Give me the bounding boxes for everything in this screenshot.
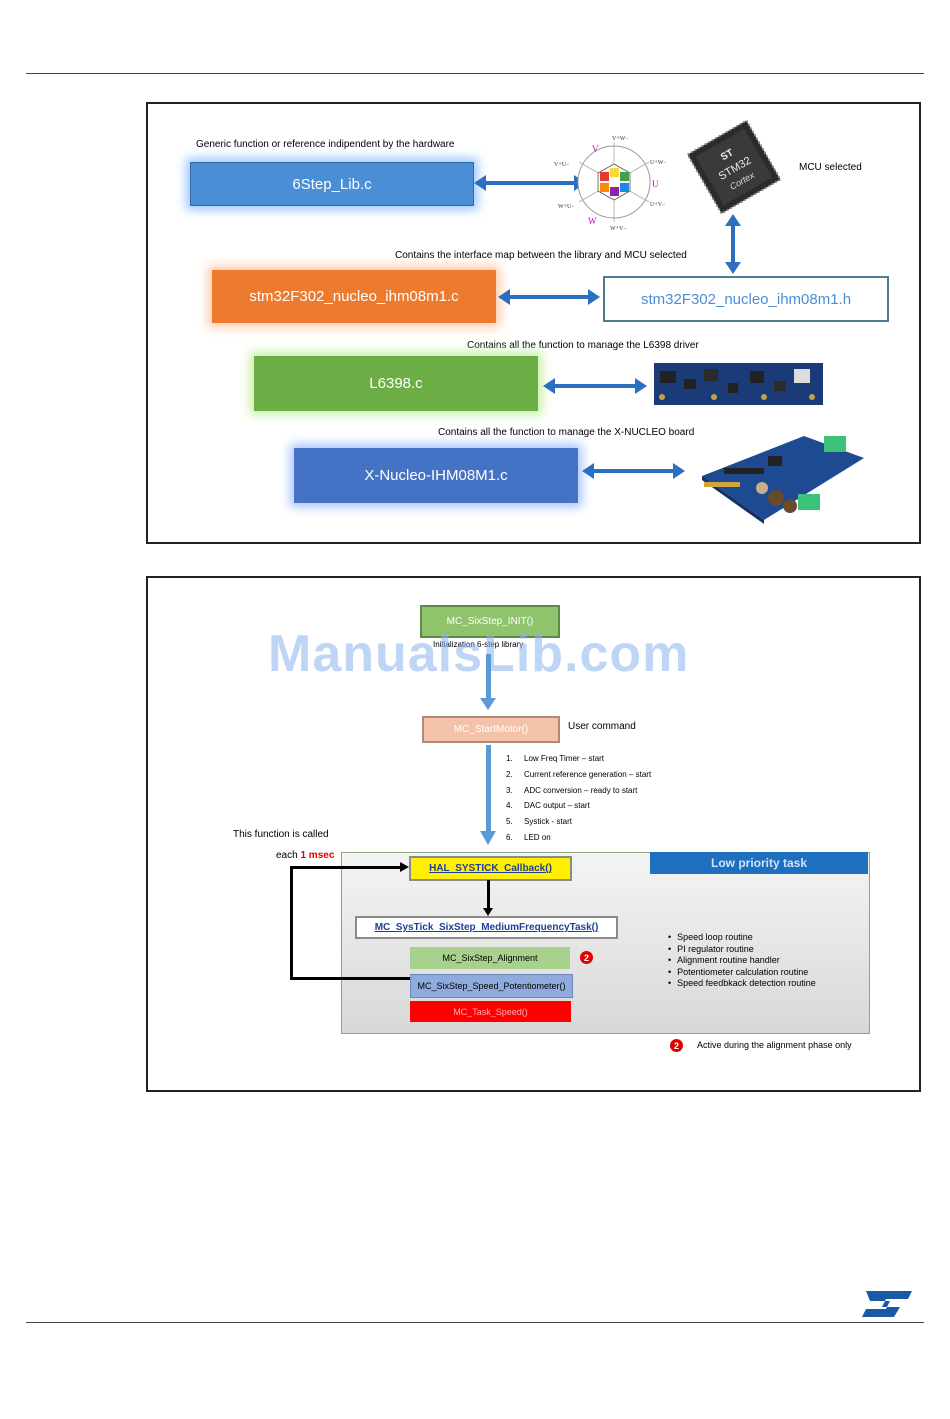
each-msec-label: each 1 msec bbox=[276, 850, 335, 861]
xnucleo-board-image bbox=[702, 436, 864, 524]
loop-line-bottom bbox=[290, 977, 410, 980]
nucleo-c-file-box: stm32F302_nucleo_ihm08m1.c bbox=[212, 270, 496, 323]
arrow-systick-medium-head bbox=[483, 908, 493, 916]
label-wu: W+U− bbox=[558, 204, 575, 210]
arrow-systick-medium bbox=[487, 880, 490, 910]
potentiometer-box: MC_SixStep_Speed_Potentiometer() bbox=[410, 974, 573, 998]
watermark: ManualsLib.com bbox=[268, 625, 690, 683]
arrow-l6398-board bbox=[543, 378, 647, 394]
bullet-item: Potentiometer calculation routine bbox=[668, 967, 816, 979]
step-item: 4.DAC output – start bbox=[506, 801, 590, 811]
mcu-selected-label: MCU selected bbox=[799, 162, 862, 173]
step-item: 6.LED on bbox=[506, 832, 551, 842]
label-vw: V+W− bbox=[612, 136, 629, 142]
init-note: Initialization 6-step library bbox=[433, 640, 524, 649]
six-step-hexagon-diagram: V+W− V+U− U+W− U+V− W+V− W+U− V U W bbox=[554, 136, 667, 232]
l6398-file-box: L6398.c bbox=[254, 356, 538, 411]
caption-l6398: Contains all the function to manage the … bbox=[467, 340, 699, 351]
step-item: 3.ADC conversion – ready to start bbox=[506, 785, 638, 795]
step-item: 5.Systick - start bbox=[506, 817, 573, 827]
start-steps-list: 1.Low Freq Timer – start 2.Current refer… bbox=[506, 751, 651, 846]
low-priority-bullets: Speed loop routine PI regulator routine … bbox=[668, 932, 816, 990]
systick-callback-box: HAL_SYSTICK_Callback() bbox=[409, 856, 572, 881]
label-uv: U+V− bbox=[650, 202, 666, 208]
step-item: 2.Current reference generation – start bbox=[506, 769, 652, 779]
lib-file-box: 6Step_Lib.c bbox=[190, 162, 474, 206]
xnucleo-file-box: X-Nucleo-IHM08M1.c bbox=[294, 448, 578, 503]
svg-text:ST: ST bbox=[860, 1289, 862, 1290]
arrow-c-h bbox=[498, 289, 600, 305]
init-function-box: MC_SixStep_INIT() bbox=[420, 605, 560, 638]
arrow-start-systick bbox=[486, 745, 491, 833]
alignment-badge: 2 bbox=[580, 951, 593, 964]
label-w: W bbox=[588, 216, 597, 226]
arrow-init-start-head bbox=[480, 698, 496, 710]
step-item: 1.Low Freq Timer – start bbox=[506, 754, 605, 763]
msec-value: 1 msec bbox=[300, 850, 335, 861]
footer-rule bbox=[26, 1322, 924, 1323]
bullet-item: Speed loop routine bbox=[668, 932, 816, 944]
bullet-item: PI regulator routine bbox=[668, 944, 816, 956]
medium-frequency-task-box: MC_SysTick_SixStep_MediumFrequencyTask() bbox=[355, 916, 618, 939]
st-logo: ST bbox=[860, 1289, 912, 1317]
caption-interface: Contains the interface map between the l… bbox=[395, 250, 687, 261]
header-rule bbox=[26, 73, 924, 74]
user-command-label: User command bbox=[568, 721, 636, 732]
loop-arrow-head bbox=[400, 862, 409, 872]
low-priority-header: Low priority task bbox=[650, 852, 868, 874]
arrow-xnucleo-board bbox=[582, 463, 685, 479]
label-uw: U+W− bbox=[650, 160, 667, 166]
label-vu: V+U− bbox=[554, 162, 570, 168]
driver-board-image bbox=[654, 363, 823, 405]
arrow-start-systick-head bbox=[480, 831, 496, 845]
caption-generic: Generic function or reference indipenden… bbox=[196, 139, 455, 150]
caption-xnucleo: Contains all the function to manage the … bbox=[438, 427, 695, 438]
loop-line-top bbox=[290, 866, 402, 869]
called-label: This function is called bbox=[233, 829, 329, 840]
arrow-chip-header bbox=[725, 214, 741, 274]
label-v: V bbox=[592, 144, 599, 154]
legend-text: Active during the alignment phase only bbox=[697, 1040, 852, 1050]
arrow-init-start bbox=[486, 654, 491, 700]
label-wv: W+V− bbox=[610, 226, 627, 232]
mcu-chip-image: ST STM32 Cortex bbox=[686, 119, 782, 215]
bullet-item: Alignment routine handler bbox=[668, 955, 816, 967]
alignment-box: MC_SixStep_Alignment bbox=[410, 947, 570, 969]
label-u: U bbox=[652, 179, 659, 189]
start-motor-box: MC_StartMotor() bbox=[422, 716, 560, 743]
bullet-item: Speed feedbkack detection routine bbox=[668, 978, 816, 990]
legend-badge: 2 bbox=[670, 1039, 683, 1052]
loop-line-vertical bbox=[290, 866, 293, 979]
task-speed-box: MC_Task_Speed() bbox=[410, 1001, 571, 1022]
nucleo-h-file-box: stm32F302_nucleo_ihm08m1.h bbox=[603, 276, 889, 322]
